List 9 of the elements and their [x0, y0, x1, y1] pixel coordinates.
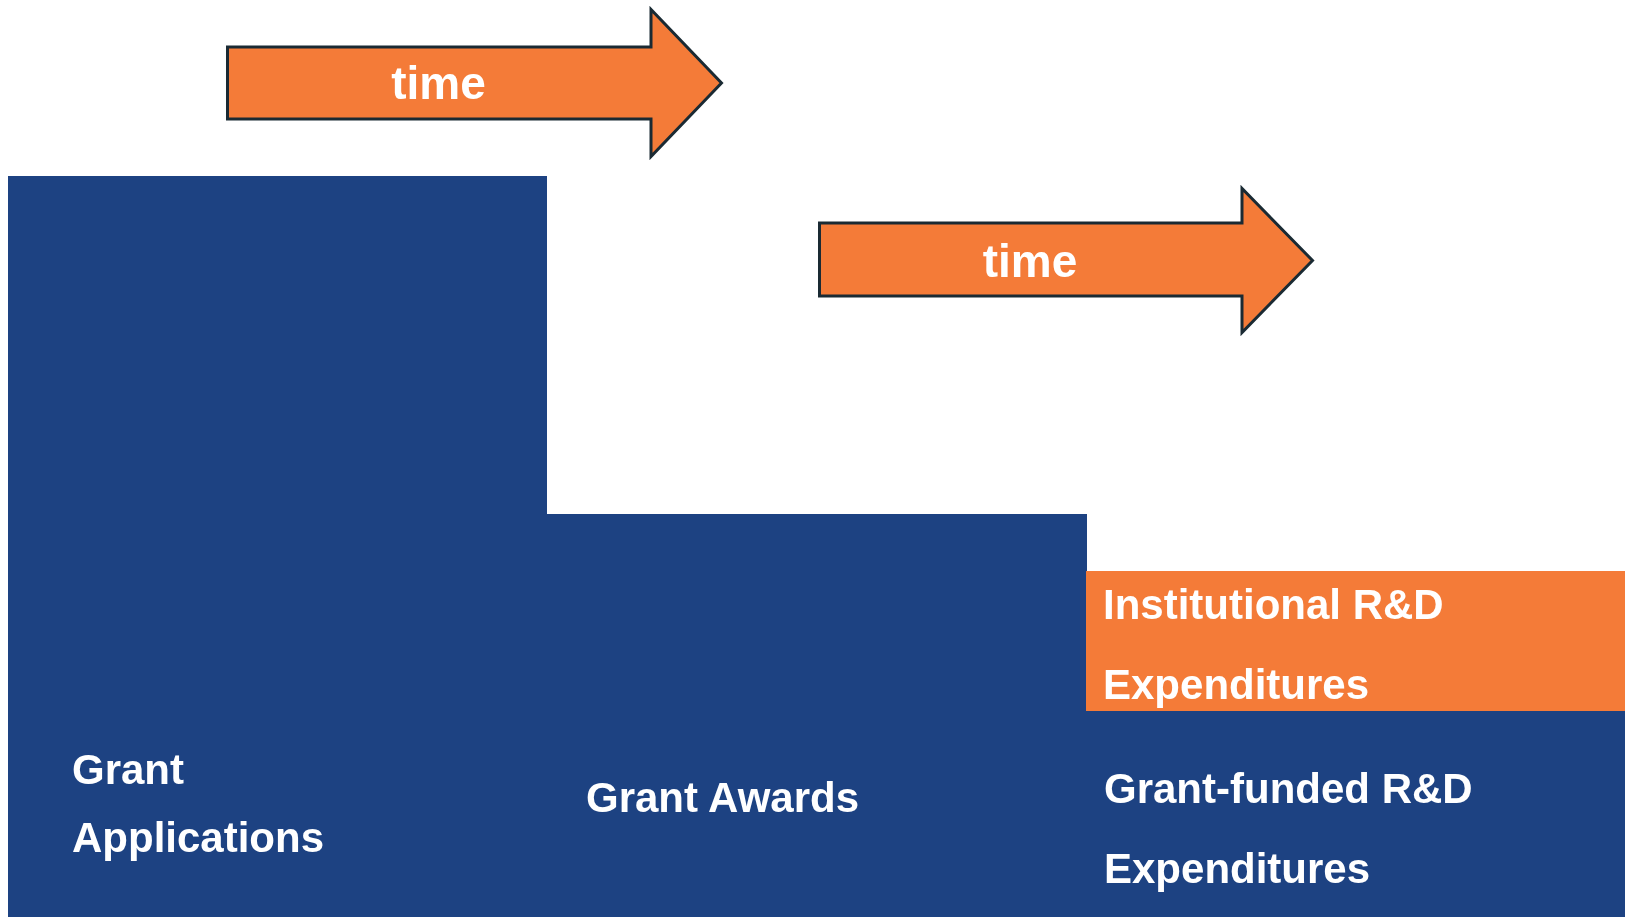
column-label: Grant-funded R&D Expenditures [1104, 764, 1474, 894]
arrow-label: time [391, 60, 486, 106]
column-label: Grant Awards [586, 773, 861, 823]
arrow-label: time [982, 237, 1078, 284]
bar-column [1087, 711, 1625, 917]
column-label: Institutional R&D Expenditures [1103, 580, 1445, 710]
highlight-box [1086, 571, 1625, 711]
bar-column [8, 176, 547, 917]
column-label: Grant Applications [72, 745, 326, 863]
